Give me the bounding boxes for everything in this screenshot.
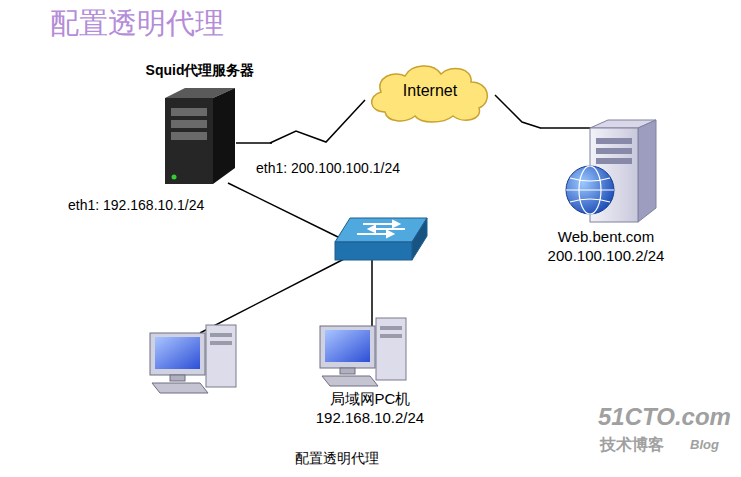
node-heading: 局域网PC机 — [330, 390, 411, 409]
network-link — [270, 100, 365, 143]
watermark: Blog — [690, 437, 719, 452]
node-text: 192.168.10.2/24 — [316, 409, 424, 428]
interface-label: eth1: 192.168.10.1/24 — [68, 197, 204, 213]
watermark: 51CTO.com — [598, 403, 731, 431]
server-node: Squid代理服务器 — [130, 60, 270, 188]
interface-label: eth1: 200.100.100.1/24 — [256, 160, 400, 176]
switch-icon — [335, 218, 427, 260]
web-server-node: Web.bent.com200.100.100.2/24 — [541, 118, 672, 272]
caption: 配置透明代理 — [295, 450, 379, 468]
web-server-icon — [566, 120, 656, 222]
node-heading: Squid代理服务器 — [146, 62, 255, 80]
pc-icon — [320, 318, 406, 386]
watermark: 技术博客 — [600, 435, 664, 456]
pc-node: 局域网PC机192.168.10.2/24 — [305, 318, 435, 434]
node-heading: Internet — [403, 81, 457, 101]
title: 配置透明代理 — [50, 4, 224, 44]
node-heading: Web.bent.com — [558, 228, 654, 247]
squid-server-icon — [165, 88, 235, 184]
node-text: 200.100.100.2/24 — [548, 247, 665, 266]
lan-wire — [200, 128, 598, 333]
cloud-node: Internet — [365, 62, 495, 124]
pc-icon — [150, 325, 236, 393]
network-link — [495, 95, 541, 128]
cloud-outline — [372, 66, 488, 122]
